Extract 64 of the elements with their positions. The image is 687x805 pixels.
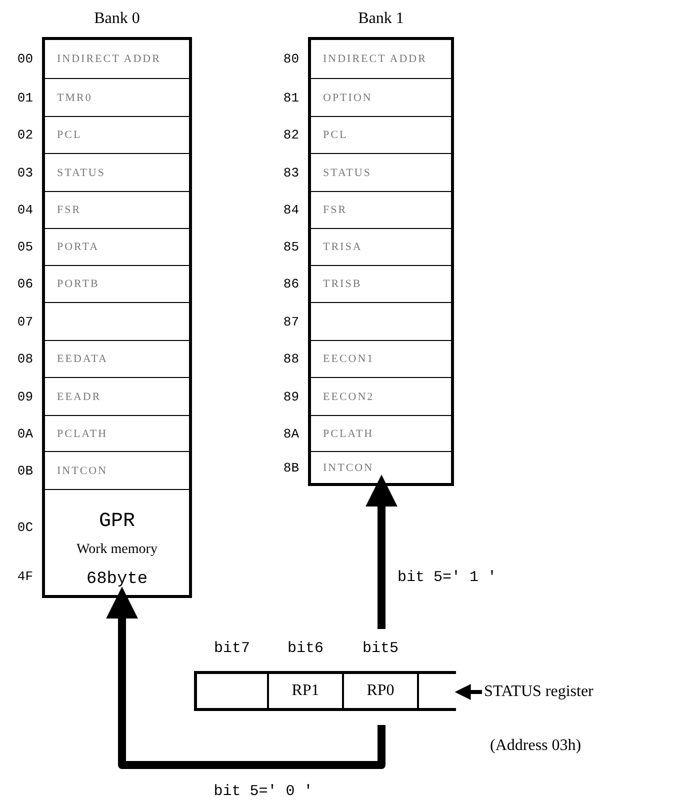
address-label: 0C (17, 520, 33, 535)
address-label: 81 (283, 90, 299, 105)
address-label: 03 (17, 165, 33, 180)
address-label: 06 (17, 276, 33, 292)
address-label: 05 (17, 240, 33, 254)
register-name: PCLATH (323, 428, 374, 440)
address-label: 83 (283, 165, 299, 180)
memory-text: Work memory (76, 542, 158, 558)
address-note: (Address 03h) (490, 737, 582, 755)
address-label: 09 (17, 389, 33, 404)
address-label: 8B (283, 460, 299, 475)
register-name: TRISB (323, 278, 362, 290)
bit-cell (419, 671, 456, 711)
address-label: 00 (17, 52, 33, 66)
register-name: INTCON (323, 462, 374, 474)
register-name: EEDATA (57, 353, 108, 365)
bit-label: bit6 (286, 640, 324, 657)
address-label: 84 (283, 202, 299, 218)
register-name: STATUS (323, 166, 372, 178)
register-name: OPTION (323, 92, 372, 104)
address-label: 87 (283, 314, 299, 329)
register-name: PORTB (57, 278, 100, 290)
address-label: 4F (17, 569, 33, 584)
register-name: INDIRECT ADDR (323, 53, 427, 65)
address-label: 85 (283, 240, 299, 254)
register-name: EECON1 (323, 353, 374, 365)
register-name: TRISA (323, 241, 362, 253)
address-label: 80 (283, 52, 299, 66)
memory-text: 68byte (85, 570, 149, 589)
address-label: 0A (17, 426, 33, 441)
register-name: PCL (57, 129, 82, 141)
address-label: 89 (283, 389, 299, 404)
register-name: EEADR (57, 390, 102, 402)
memory-heading: GPR (98, 510, 136, 533)
bank-heading: Bank 0 (93, 10, 141, 28)
address-label: 8A (283, 426, 299, 441)
bit-name: RP1 (290, 682, 320, 700)
address-label: 04 (17, 202, 33, 218)
register-name: TMR0 (57, 92, 92, 104)
arrow (366, 474, 398, 629)
register-name: PORTA (57, 241, 100, 253)
address-label: 86 (283, 276, 299, 292)
register-name: FSR (57, 204, 82, 216)
register-name: EECON2 (323, 390, 374, 402)
register-name: PCLATH (57, 428, 108, 440)
bit-label: bit5 (361, 640, 400, 657)
arrow (106, 586, 386, 769)
register-name: PCL (323, 129, 348, 141)
register-name: STATUS (57, 166, 106, 178)
arrow (454, 684, 482, 700)
bit-label: bit7 (212, 640, 251, 657)
address-label: 01 (17, 90, 33, 105)
address-label: 82 (283, 128, 299, 142)
register-name: FSR (323, 204, 348, 216)
address-label: 0B (17, 463, 33, 478)
bank-heading: Bank 1 (357, 10, 405, 28)
bit-name: RP0 (366, 682, 396, 700)
address-label: 07 (17, 314, 33, 329)
register-caption: STATUS register (484, 683, 594, 701)
address-label: 88 (283, 352, 299, 366)
register-name: INTCON (57, 464, 108, 476)
address-label: 02 (17, 128, 33, 142)
register-name: INDIRECT ADDR (57, 53, 161, 65)
address-label: 08 (17, 352, 33, 366)
